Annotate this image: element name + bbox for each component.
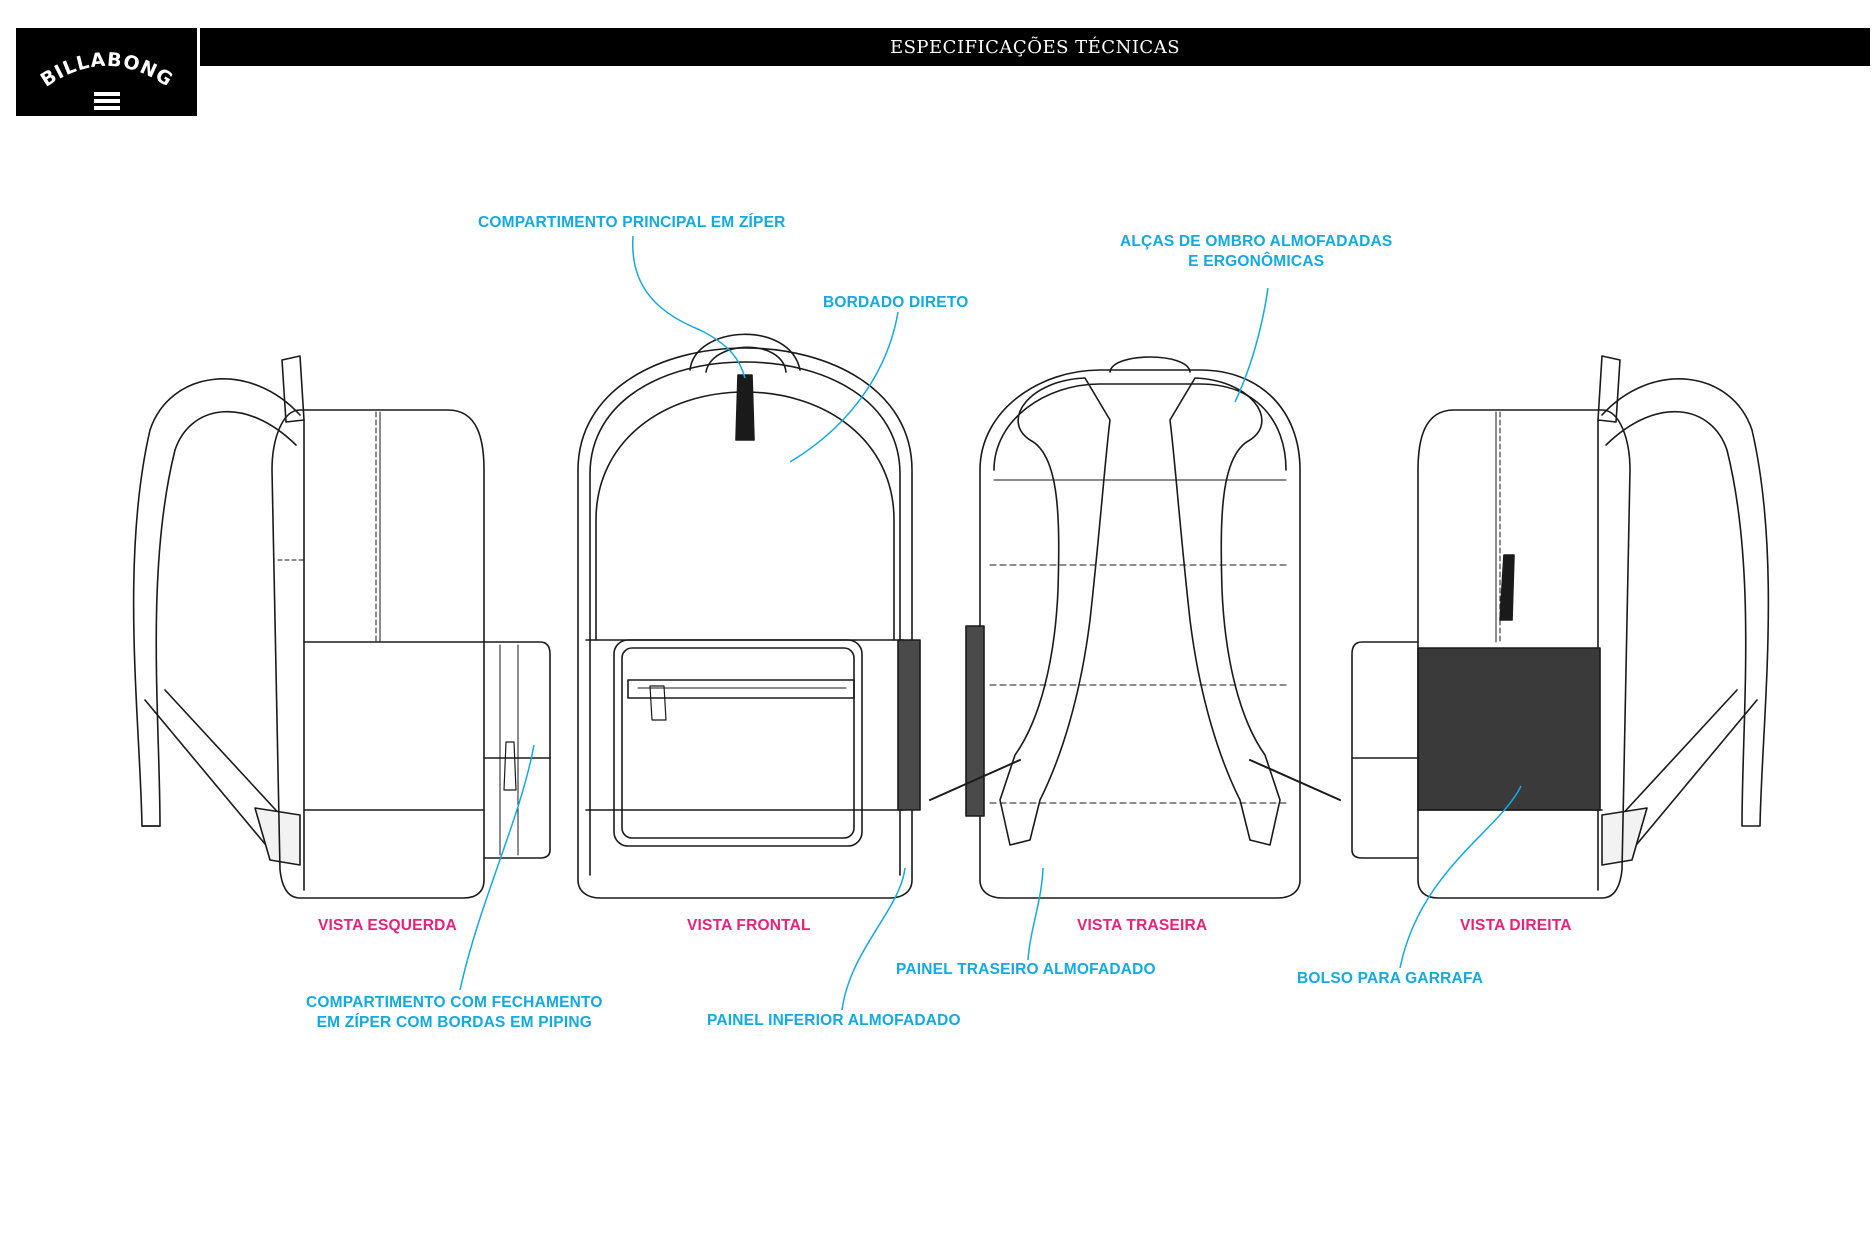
leader-bottom-panel bbox=[841, 867, 906, 1011]
callout-main-compartment: COMPARTIMENTO PRINCIPAL EM ZÍPER bbox=[478, 214, 786, 231]
callout-shoulder-straps-line1: ALÇAS DE OMBRO ALMOFADADAS bbox=[1120, 233, 1393, 250]
page-title: ESPECIFICAÇÕES TÉCNICAS bbox=[889, 36, 1181, 58]
front-view-backpack bbox=[577, 333, 921, 899]
view-label-right: VISTA DIREITA bbox=[1460, 917, 1572, 934]
back-view-backpack bbox=[929, 356, 1341, 899]
view-label-back: VISTA TRASEIRA bbox=[1077, 917, 1208, 934]
left-view-backpack bbox=[132, 355, 551, 899]
leader-back-panel bbox=[1027, 867, 1044, 961]
callout-shoulder-straps-line2: E ERGONÔMICAS bbox=[1188, 253, 1325, 270]
callout-zip-compartment: COMPARTIMENTO COM FECHAMENTO EM ZÍPER CO… bbox=[306, 993, 603, 1033]
callout-shoulder-straps: ALÇAS DE OMBRO ALMOFADADAS E ERGONÔMICAS bbox=[1120, 232, 1392, 272]
leader-bottle-pocket bbox=[1399, 785, 1522, 969]
callout-embroidery: BORDADO DIRETO bbox=[823, 294, 969, 311]
billabong-logo: BILLABONG bbox=[37, 49, 176, 110]
view-label-front: VISTA FRONTAL bbox=[687, 917, 811, 934]
callout-bottle-pocket: BOLSO PARA GARRAFA bbox=[1297, 970, 1484, 987]
view-label-left: VISTA ESQUERDA bbox=[318, 917, 457, 934]
callout-back-panel: PAINEL TRASEIRO ALMOFADADO bbox=[896, 961, 1156, 978]
callout-zip-compartment-line2: EM ZÍPER COM BORDAS EM PIPING bbox=[316, 1014, 592, 1031]
leader-embroidery bbox=[789, 311, 899, 463]
brand-logo-box: BILLABONG bbox=[16, 28, 197, 116]
callout-zip-compartment-line1: COMPARTIMENTO COM FECHAMENTO bbox=[306, 994, 603, 1011]
right-view-backpack bbox=[1351, 355, 1770, 899]
callout-leaders bbox=[459, 235, 1522, 1011]
callout-bottom-panel: PAINEL INFERIOR ALMOFADADO bbox=[707, 1012, 961, 1029]
leader-zip-compartment bbox=[459, 744, 535, 991]
leader-shoulder-straps bbox=[1234, 287, 1269, 403]
leader-main-compartment bbox=[631, 235, 746, 379]
title-bar: ESPECIFICAÇÕES TÉCNICAS bbox=[200, 28, 1870, 66]
